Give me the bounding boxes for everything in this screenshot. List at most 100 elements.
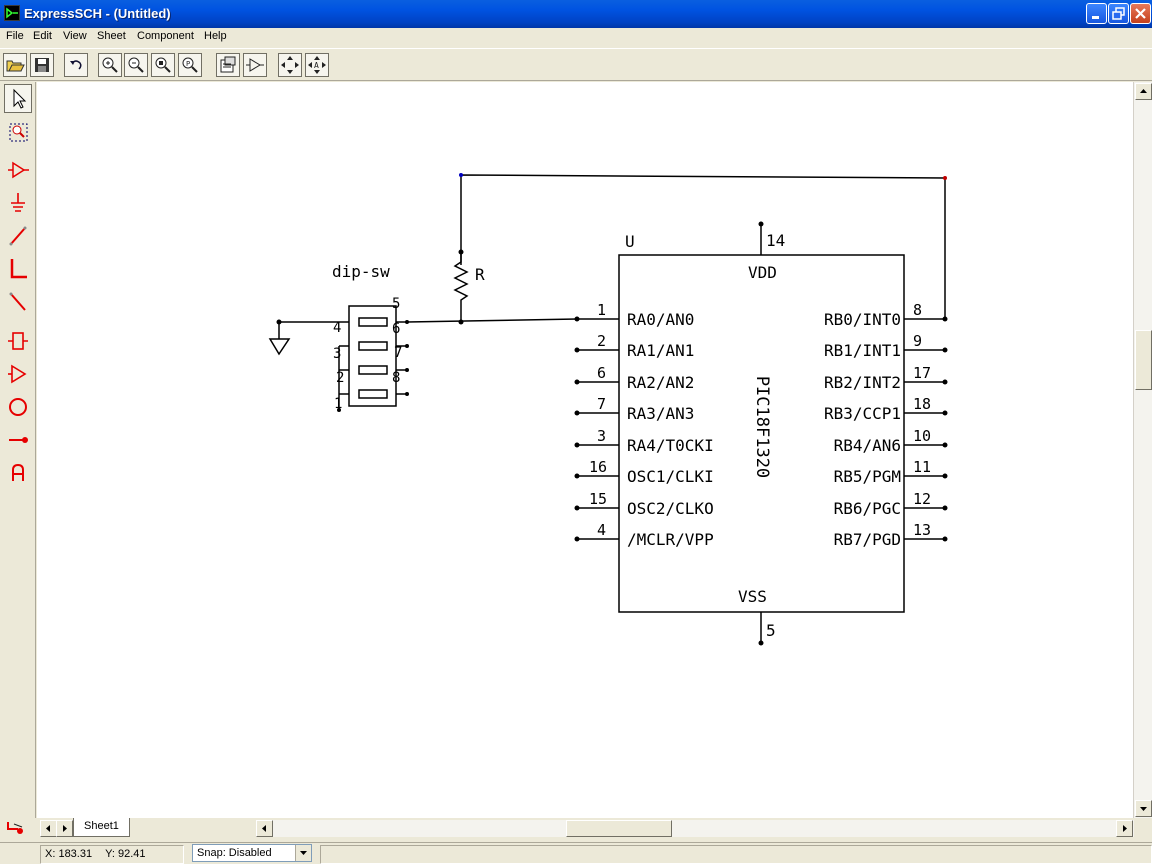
vss-pin-number: 5 (766, 621, 776, 640)
pin-number-left: 4 (597, 521, 607, 539)
pin-name-left: OSC2/CLKO (627, 499, 714, 518)
maximize-button[interactable] (1108, 3, 1129, 24)
dip-switch-body (348, 305, 397, 407)
bus-entry-icon[interactable] (4, 287, 32, 316)
pin-number-left: 2 (597, 332, 607, 350)
scroll-right-icon[interactable] (1116, 820, 1133, 837)
move-label-icon[interactable]: A (305, 53, 329, 77)
schematic-canvas[interactable]: U 14 VDD VSS 5 PIC18F1320 RA0/AN0 1 RA1/… (37, 82, 1133, 818)
pin-number-right: 12 (913, 490, 932, 508)
menu-component[interactable]: Component (137, 30, 194, 42)
pin-number-right: 8 (913, 301, 923, 319)
component-icon[interactable] (4, 155, 32, 184)
title-bar: ExpressSCH - (Untitled) (0, 0, 1152, 28)
svg-text:P: P (186, 60, 190, 68)
menu-file[interactable]: File (6, 30, 24, 42)
pin-number-left: 15 (589, 490, 608, 508)
chip-part-name: PIC18F1320 (752, 375, 772, 479)
properties-icon[interactable] (216, 53, 240, 77)
ground-icon[interactable] (4, 188, 32, 217)
tab-scroll-left-icon[interactable] (40, 820, 57, 837)
dip-designator: dip-sw (332, 262, 390, 281)
dip-pin-number: 7 (394, 345, 403, 361)
pin-name-left: RA1/AN1 (627, 341, 695, 360)
pin-name-right: RB2/INT2 (823, 373, 901, 392)
vertical-scroll-thumb[interactable] (1135, 330, 1152, 390)
pin-number-left: 7 (597, 395, 607, 413)
horizontal-scroll-thumb[interactable] (566, 820, 672, 837)
pin-number-left: 3 (597, 427, 607, 445)
dip-pin-number: 8 (392, 370, 401, 386)
net-wire-top (460, 174, 946, 318)
open-icon[interactable] (3, 53, 27, 77)
save-icon[interactable] (30, 53, 54, 77)
coordinates-readout: X: 183.31 Y: 92.41 (40, 845, 184, 864)
svg-text:A: A (314, 61, 319, 70)
pin-number-right: 18 (913, 395, 932, 413)
select-icon[interactable] (4, 84, 32, 113)
dip-pin-number: 1 (334, 396, 343, 412)
tab-scroll-right-icon[interactable] (56, 820, 73, 837)
circle-icon[interactable] (4, 392, 32, 421)
pin-name-left: /MCLR/VPP (627, 530, 714, 549)
menu-edit[interactable]: Edit (33, 30, 52, 42)
zoom-out-icon[interactable] (124, 53, 148, 77)
pin-icon[interactable] (4, 425, 32, 454)
tab-sheet1[interactable]: Sheet1 (73, 818, 130, 837)
buffer-icon[interactable] (4, 359, 32, 388)
menu-view[interactable]: View (63, 30, 87, 42)
pin-number-right: 13 (913, 521, 932, 539)
pin-name-right: RB7/PGD (833, 530, 901, 549)
text-icon[interactable] (4, 458, 32, 487)
close-button[interactable] (1130, 3, 1151, 24)
pin-name-left: RA3/AN3 (627, 404, 695, 423)
scroll-left-icon[interactable] (256, 820, 273, 837)
status-message-pane (320, 845, 1152, 864)
dip-pin-number: 6 (392, 321, 401, 337)
rotate-component-icon[interactable] (243, 53, 267, 77)
main-toolbar: P A (0, 48, 1152, 81)
bus-icon[interactable] (4, 254, 32, 283)
port-icon[interactable] (4, 326, 32, 355)
zoom-page-icon[interactable]: P (178, 53, 202, 77)
pin-number-right: 10 (913, 427, 932, 445)
dip-pin-number: 5 (392, 296, 401, 312)
schematic-drawing (268, 173, 948, 646)
move-icon[interactable] (278, 53, 302, 77)
pin-number-right: 17 (913, 364, 932, 382)
pin-name-right: RB6/PGC (833, 499, 901, 518)
resistor-symbol (453, 252, 469, 322)
minimize-button[interactable] (1086, 3, 1107, 24)
pin-name-right: RB0/INT0 (823, 310, 901, 329)
tools-palette (0, 82, 36, 842)
vdd-pin-number: 14 (766, 231, 786, 250)
zoom-select-icon[interactable] (4, 117, 32, 146)
resistor-designator: R (475, 265, 485, 284)
pin-name-left: RA2/AN2 (627, 373, 695, 392)
pin-number-left: 1 (597, 301, 607, 319)
window-title: ExpressSCH - (Untitled) (24, 6, 171, 21)
pin-name-left: RA0/AN0 (627, 310, 695, 329)
scroll-up-icon[interactable] (1135, 83, 1152, 100)
sheet-properties-icon[interactable] (4, 819, 32, 837)
zoom-in-icon[interactable] (98, 53, 122, 77)
wire-icon[interactable] (4, 221, 32, 250)
zoom-area-icon[interactable] (151, 53, 175, 77)
chevron-down-icon[interactable] (295, 845, 311, 861)
ground-symbol (268, 321, 339, 356)
vertical-scrollbar[interactable] (1133, 82, 1152, 818)
scroll-down-icon[interactable] (1135, 800, 1152, 817)
menu-help[interactable]: Help (204, 30, 227, 42)
undo-icon[interactable] (64, 53, 88, 77)
pin-name-left: RA4/T0CKI (627, 436, 714, 455)
menu-sheet[interactable]: Sheet (97, 30, 126, 42)
pin-number-right: 11 (913, 458, 932, 476)
pin-name-right: RB5/PGM (833, 467, 901, 486)
horizontal-scrollbar[interactable] (256, 820, 1134, 837)
dip-pin-number: 4 (333, 320, 342, 336)
dip-pin-number: 3 (333, 346, 342, 362)
snap-dropdown[interactable]: Snap: Disabled (192, 844, 312, 862)
snap-value: Snap: Disabled (197, 847, 272, 859)
pin-name-right: RB4/AN6 (833, 436, 901, 455)
x-coordinate: X: 183.31 (45, 848, 93, 860)
